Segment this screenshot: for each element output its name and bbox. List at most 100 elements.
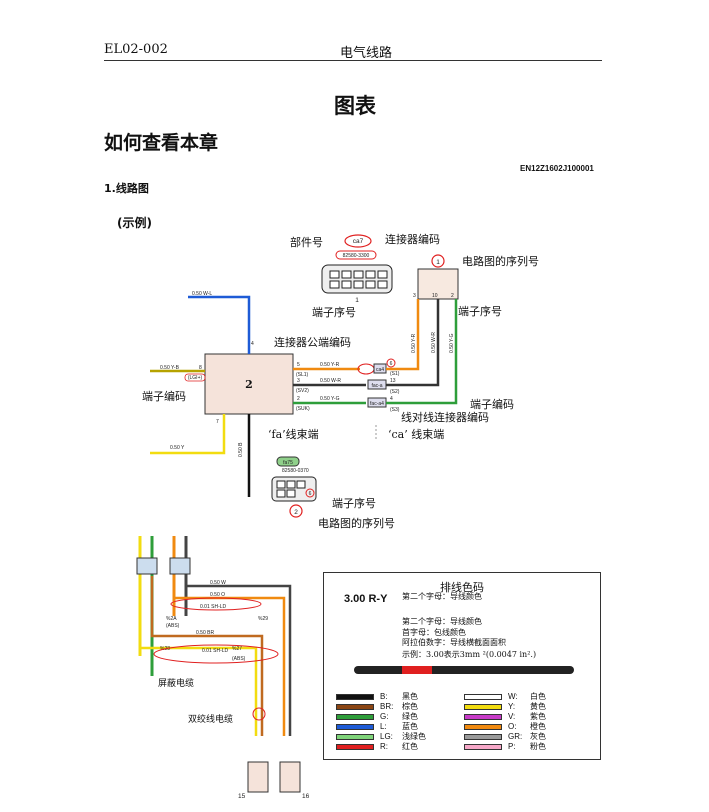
legend-color-item: O:橙色 [464,721,546,732]
svg-text:‘fa’线束端: ‘fa’线束端 [268,427,319,441]
legend-color-name: 白色 [530,692,546,701]
svg-text:3: 3 [297,378,300,384]
svg-text:3: 3 [413,293,416,299]
svg-text:0.50 W-L: 0.50 W-L [192,291,212,297]
legend-swatch [464,693,502,700]
color-code-legend: 排线色码 3.00 R-Y 第二个字母：导线颜色 第二个字母：导线颜色 首字母：… [323,572,601,760]
svg-text:7: 7 [216,419,219,425]
svg-text:(SV2): (SV2) [296,388,309,394]
legend-color-item: G:绿色 [336,711,418,722]
legend-arabic: 阿拉伯数字：导线横截面面积 [402,638,506,647]
legend-color-name: 灰色 [530,732,546,741]
svg-text:fac-a4: fac-a4 [370,401,384,407]
legend-code: LG: [380,732,393,741]
svg-text:部件号: 部件号 [290,235,323,249]
legend-code: L: [380,722,387,731]
svg-text:0.50 Y-R: 0.50 Y-R [320,362,340,368]
svg-text:(S3): (S3) [390,407,400,413]
svg-text:%2A: %2A [166,616,177,622]
svg-text:1: 1 [355,297,359,304]
legend-swatch [464,713,502,720]
legend-color-item: LG: 浅绿色 [336,731,426,742]
svg-text:0.50 Y-G: 0.50 Y-G [320,396,340,402]
connector-ca7: ca7 82580-3300 1 [321,234,393,304]
svg-text:0.50 O: 0.50 O [210,592,225,598]
svg-text:82580-0370: 82580-0370 [282,468,309,474]
legend-example: 示例：3.00表示3mm ²(0.0047 in².) [402,650,537,659]
legend-color-name: 黑色 [402,692,418,701]
svg-text:0.50 Y-R: 0.50 Y-R [411,333,417,353]
svg-text:1: 1 [436,259,440,266]
svg-text:16: 16 [302,793,310,800]
legend-color-item: P:粉色 [464,741,546,752]
svg-text:0.50 W-R: 0.50 W-R [431,332,437,353]
svg-text:(S2): (S2) [390,389,400,395]
legend-color-name: 浅绿色 [402,732,426,741]
legend-color-item: B: 黑色 [336,691,418,702]
legend-second-letter: 第二个字母：导线颜色 [402,592,482,601]
legend-color-item: W:白色 [464,691,546,702]
svg-text:0.50 B: 0.50 B [238,442,244,457]
legend-code: P: [508,742,516,751]
legend-swatch [336,713,374,720]
legend-color-item: Y: 黄色 [464,701,546,712]
legend-color-item: L: 蓝色 [336,721,418,732]
svg-text:2: 2 [245,378,253,391]
svg-text:电路图的序列号: 电路图的序列号 [462,254,539,268]
legend-title: 排线色码 [440,581,484,594]
legend-swatch [336,743,374,750]
legend-color-item: R:红色 [336,741,418,752]
svg-text:2: 2 [297,396,300,402]
legend-color-name: 蓝色 [402,722,418,731]
legend-color-name: 黄色 [530,702,546,711]
svg-text:6: 6 [390,361,393,367]
svg-text:0.01 SH-LD: 0.01 SH-LD [200,604,227,610]
svg-text:连接器公端编码: 连接器公端编码 [274,335,351,349]
svg-text:0.50 Y-G: 0.50 Y-G [449,333,455,353]
legend-swatch [464,733,502,740]
legend-swatch [336,703,374,710]
subsection-title: 1.线路图 [104,182,149,195]
svg-text:线对线连接器编码: 线对线连接器编码 [401,410,489,424]
legend-color-item: V:紫色 [464,711,546,722]
legend-code: GR: [508,732,523,741]
svg-text:(ABS): (ABS) [166,623,180,629]
legend-code: V: [508,712,516,721]
legend-color-item: GR: 灰色 [464,731,546,742]
legend-swatch [336,723,374,730]
legend-code: Y: [508,702,516,711]
svg-text:(S1): (S1) [390,371,400,377]
svg-text:fa75: fa75 [283,460,293,466]
svg-text:ca4: ca4 [376,367,384,373]
legend-swatch [464,703,502,710]
svg-text:0.50 W-R: 0.50 W-R [320,378,341,384]
svg-text:ca7: ca7 [353,238,364,245]
svg-text:15: 15 [238,793,246,800]
section-title: 如何查看本章 [104,132,219,154]
svg-text:13: 13 [390,378,396,384]
svg-text:连接器编码: 连接器编码 [385,232,440,246]
wiring-diagram-example: ca7 82580-3300 1 部件号 连接器编码 端子序号 1 电路图的序列… [142,232,539,530]
svg-text:%27: %27 [232,646,242,652]
svg-text:端子序号: 端子序号 [312,305,356,319]
svg-text:8: 8 [199,365,202,371]
svg-text:(LGI+): (LGI+) [188,375,203,381]
svg-text:4: 4 [390,396,393,402]
legend-color-name: 绿色 [402,712,418,721]
svg-text:6: 6 [309,491,312,497]
svg-text:0.01 SH-LD: 0.01 SH-LD [202,648,229,654]
legend-second-letter-detail: 第二个字母：导线颜色 [402,617,482,626]
svg-text:端子序号: 端子序号 [332,496,376,510]
svg-text:屏蔽电缆: 屏蔽电缆 [158,677,194,689]
svg-text:0.50 W: 0.50 W [210,580,226,586]
svg-text:0.50 BR: 0.50 BR [196,630,214,636]
svg-text:双绞线电缆: 双绞线电缆 [188,713,233,725]
legend-swatch [336,733,374,740]
svg-text:(SL1): (SL1) [296,372,309,378]
svg-text:‘ca’ 线束端: ‘ca’ 线束端 [388,427,444,441]
legend-code: B: [380,692,388,701]
page-title: 图表 [334,93,376,118]
shielded-cable-diagram: 0.50 W 0.50 O 0.01 SH-LD 0.50 BR 0.01 SH… [136,536,310,800]
svg-text:82580-3300: 82580-3300 [343,253,370,259]
svg-text:4: 4 [251,341,254,347]
